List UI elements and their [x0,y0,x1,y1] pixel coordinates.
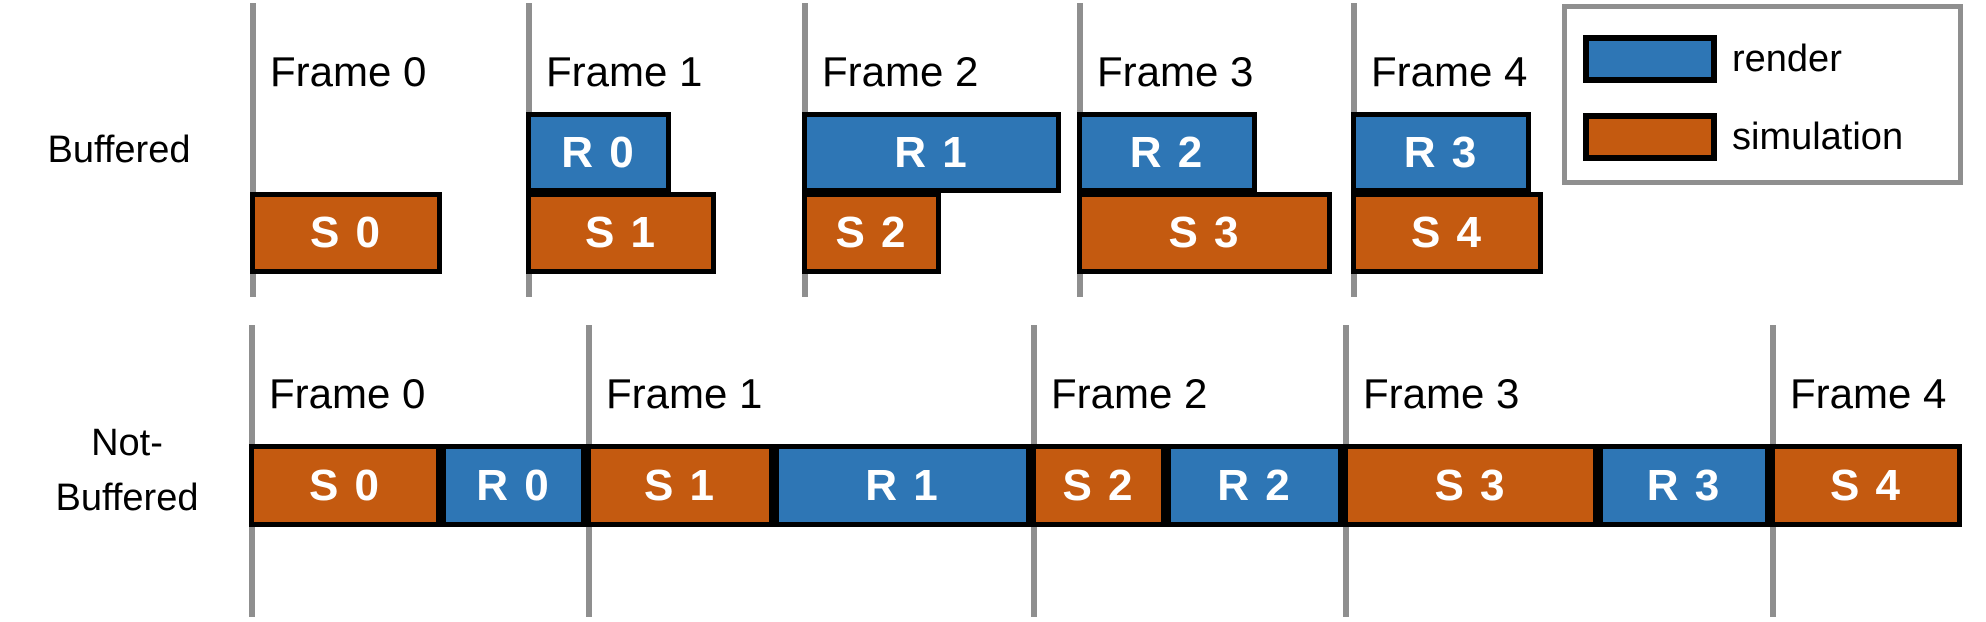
not-buffered-frame-label-1: Frame 1 [606,370,763,417]
buffered-frame-label-0: Frame 0 [270,48,427,95]
render-block-r2: R 2 [1077,112,1257,193]
timeline-segment-r1: R 1 [774,444,1031,527]
timeline-segment-s1: S 1 [586,444,774,527]
not-buffered-frame-label-0: Frame 0 [269,370,426,417]
simulation-block-s0: S 0 [250,192,442,274]
not-buffered-row-label-line2: Buffered [55,477,199,519]
simulation-block-s2: S 2 [802,192,941,274]
legend: render simulation [1562,4,1963,185]
buffered-frame-line-0 [250,3,256,297]
buffered-frame-label-1: Frame 1 [546,48,703,95]
render-block-r1: R 1 [802,112,1061,193]
not-buffered-frame-label-2: Frame 2 [1051,370,1208,417]
buffered-row-label: Buffered [47,129,191,171]
legend-swatch-simulation-icon [1583,113,1717,161]
legend-item-render: render [1583,35,1842,83]
not-buffered-row-label-line1: Not- [91,422,163,464]
legend-label-render: render [1732,37,1842,80]
not-buffered-frame-label-3: Frame 3 [1363,370,1520,417]
buffered-frame-label-2: Frame 2 [822,48,979,95]
simulation-block-s1: S 1 [526,192,716,274]
timeline-segment-s2: S 2 [1031,444,1166,527]
timeline-segment-s0: S 0 [249,444,441,527]
timeline-segment-r2: R 2 [1166,444,1343,527]
timeline-segment-r3: R 3 [1598,444,1770,527]
not-buffered-frame-label-4: Frame 4 [1790,370,1947,417]
timeline-segment-s3: S 3 [1343,444,1598,527]
render-block-r0: R 0 [526,112,671,193]
legend-swatch-render-icon [1583,35,1717,83]
render-block-r3: R 3 [1351,112,1531,193]
simulation-block-s3: S 3 [1077,192,1332,274]
timeline-segment-r0: R 0 [441,444,586,527]
legend-label-simulation: simulation [1732,115,1904,158]
buffered-frame-label-4: Frame 4 [1371,48,1528,95]
simulation-block-s4: S 4 [1351,192,1543,274]
timeline-segment-s4: S 4 [1770,444,1962,527]
legend-item-simulation: simulation [1583,113,1903,161]
buffered-frame-label-3: Frame 3 [1097,48,1254,95]
not-buffered-row-label: Not- Buffered [27,416,227,526]
